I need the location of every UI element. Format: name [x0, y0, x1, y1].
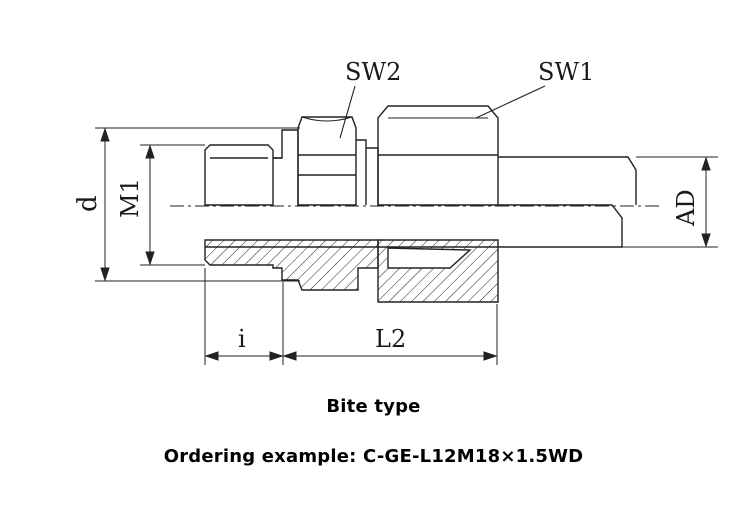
sw2-hex — [297, 116, 357, 206]
label-i: i — [238, 325, 246, 353]
label-sw1: SW1 — [538, 58, 594, 86]
label-l2: L2 — [375, 325, 406, 353]
fitting-body — [170, 105, 660, 248]
label-m1: M1 — [116, 178, 144, 218]
label-sw2: SW2 — [345, 58, 401, 86]
stud-thread — [204, 144, 274, 206]
caption-ordering-example: Ordering example: C-GE-L12M18×1.5WD — [163, 446, 584, 467]
tube — [498, 156, 637, 205]
section-hatch — [204, 239, 499, 303]
label-ad: AD — [672, 189, 700, 227]
label-d: d — [73, 195, 103, 212]
caption-title: Bite type — [326, 396, 421, 417]
sw1-nut — [377, 105, 499, 206]
